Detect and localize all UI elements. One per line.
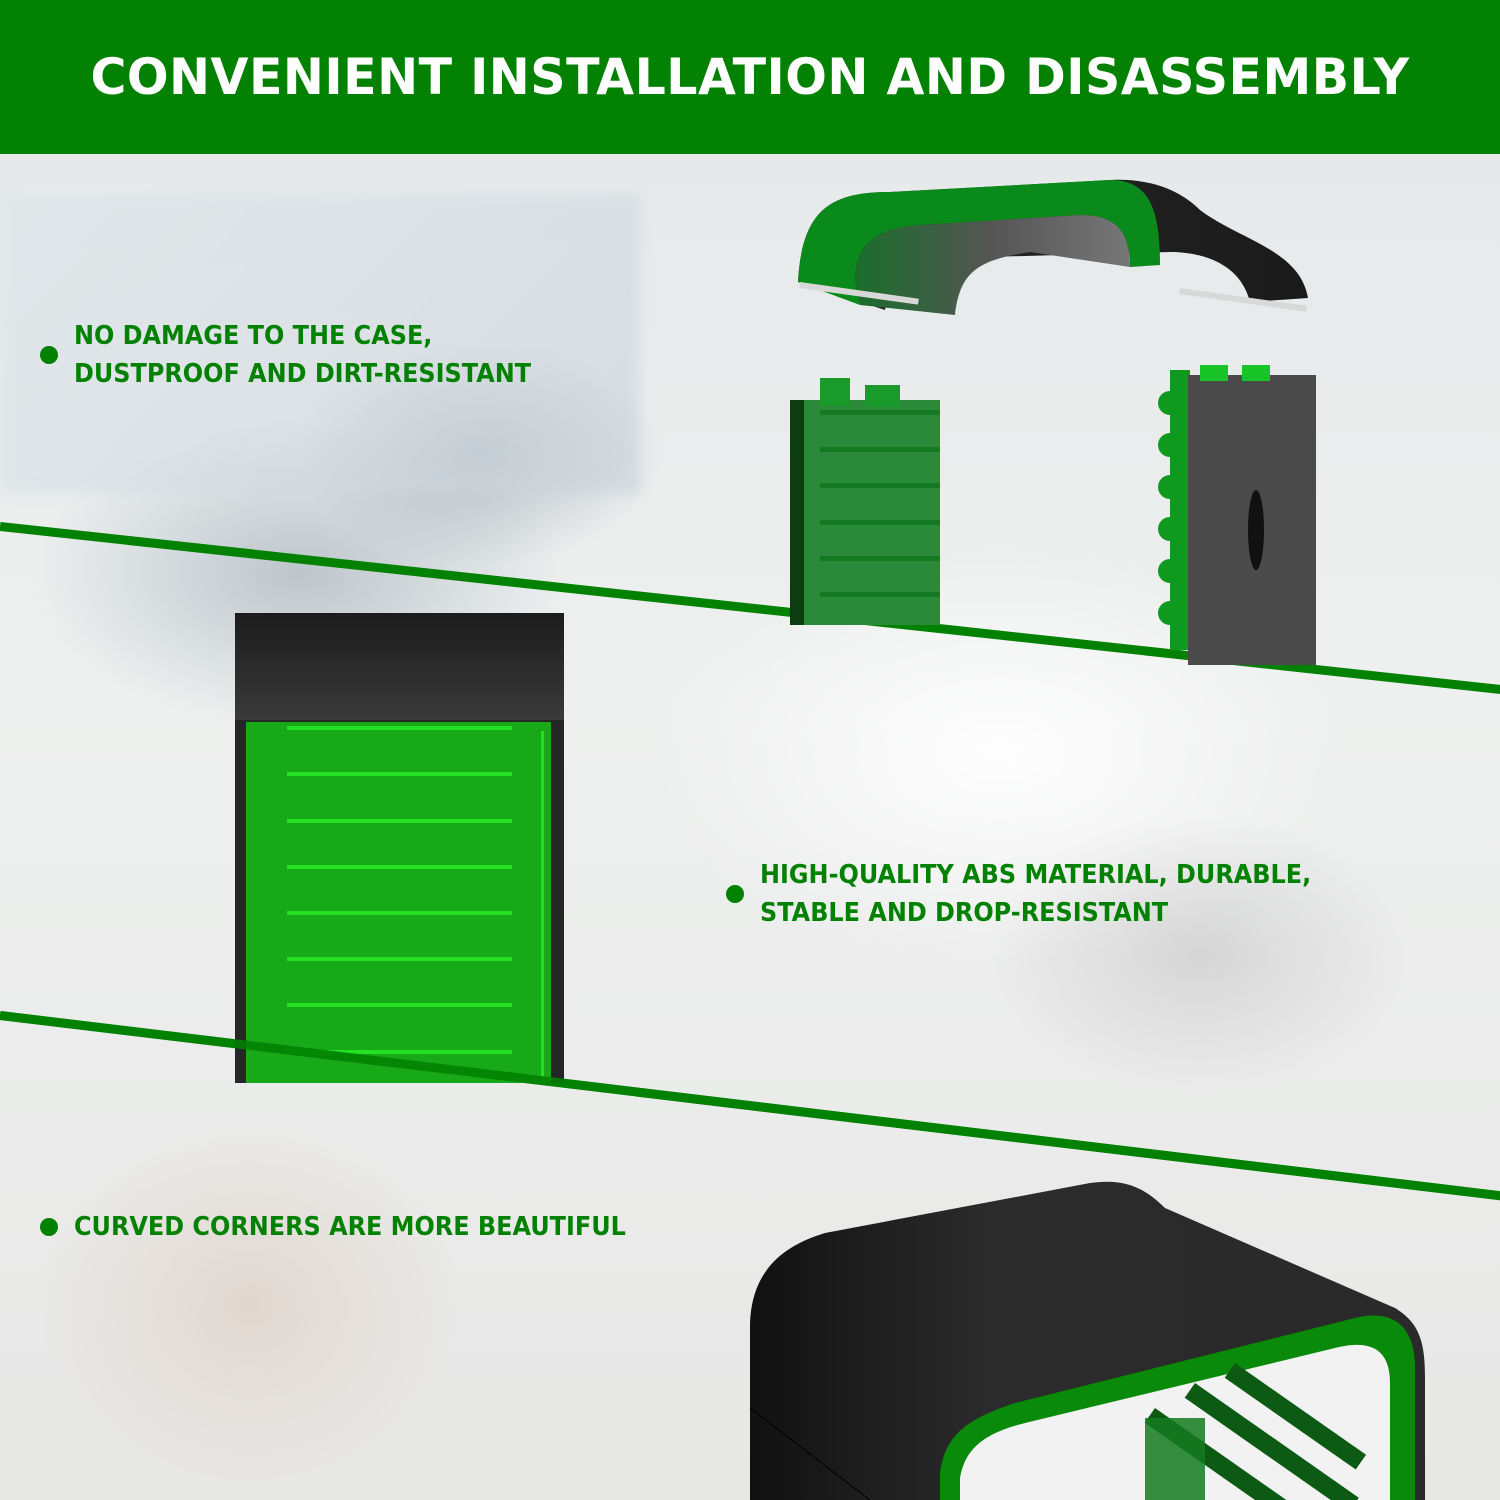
bullet-icon	[726, 885, 744, 903]
exploded-view-image	[790, 179, 1316, 665]
bullet-icon	[40, 1218, 58, 1236]
feature-2: HIGH-QUALITY ABS MATERIAL, DURABLE, STAB…	[726, 856, 1359, 932]
feature-1-line-1: NO DAMAGE TO THE CASE,	[74, 321, 433, 351]
bullet-icon	[40, 346, 58, 364]
curved-corner-image	[749, 1181, 1425, 1500]
feature-2-line-2: STABLE AND DROP-RESISTANT	[760, 898, 1169, 928]
feature-3: CURVED CORNERS ARE MORE BEAUTIFUL	[40, 1208, 674, 1246]
feature-2-line-1: HIGH-QUALITY ABS MATERIAL, DURABLE,	[760, 860, 1312, 890]
feature-3-line-1: CURVED CORNERS ARE MORE BEAUTIFUL	[74, 1212, 626, 1242]
page-title: CONVENIENT INSTALLATION AND DISASSEMBLY	[90, 48, 1410, 106]
feature-1-line-2: DUSTPROOF AND DIRT-RESISTANT	[74, 359, 532, 389]
header-banner: CONVENIENT INSTALLATION AND DISASSEMBLY	[0, 0, 1500, 154]
feature-1: NO DAMAGE TO THE CASE, DUSTPROOF AND DIR…	[40, 317, 571, 393]
front-view-image	[235, 613, 564, 1083]
